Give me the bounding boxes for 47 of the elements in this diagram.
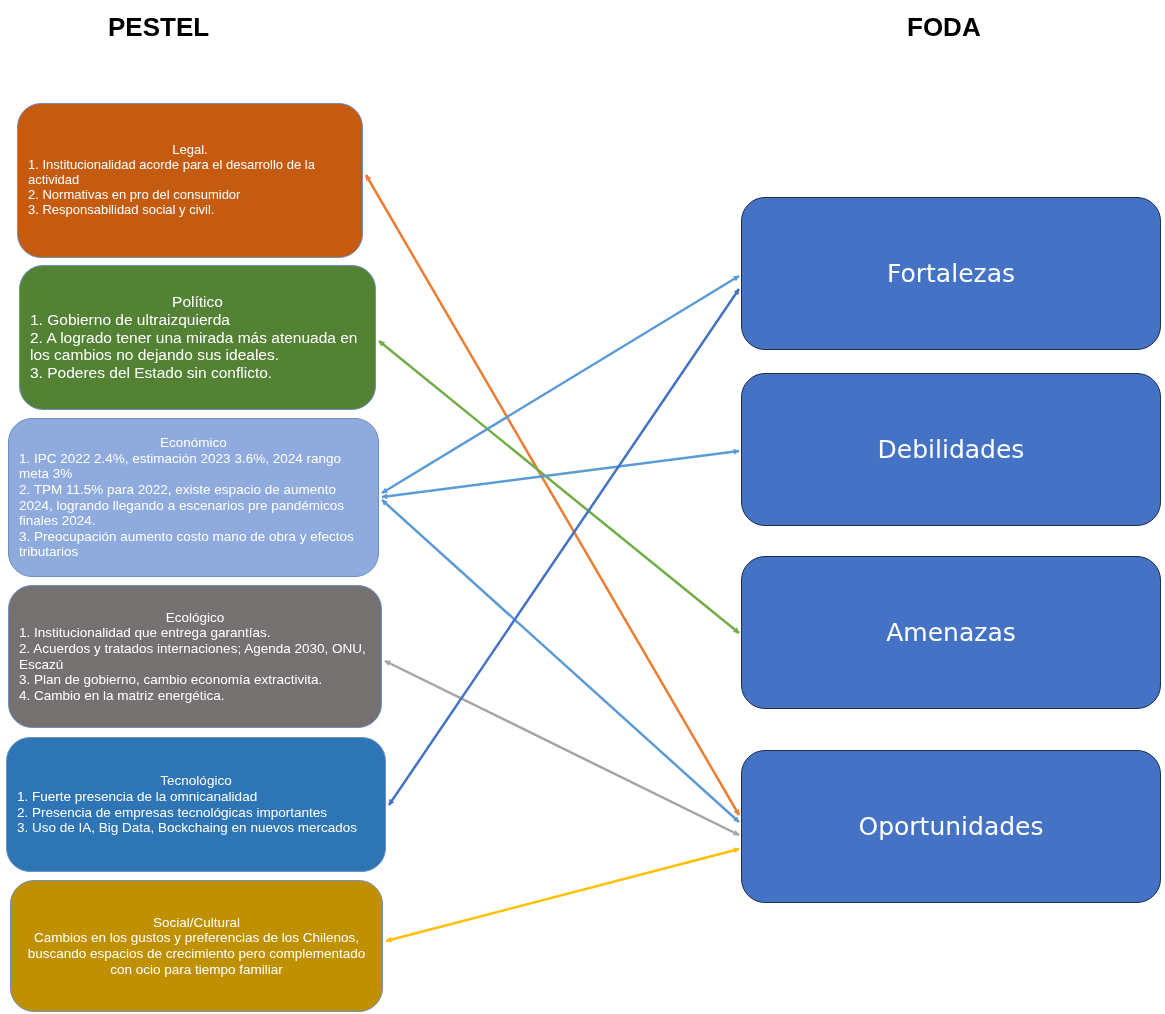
box-title: Debilidades <box>876 435 1026 464</box>
box-title: Legal. <box>171 143 209 159</box>
double-arrow <box>381 499 740 823</box>
box-title: Ecológico <box>164 609 226 626</box>
list-item: 1. IPC 2022 2.4%, estimación 2023 3.6%, 2024 rango meta 3% <box>19 450 342 482</box>
column-heading: PESTEL <box>108 12 210 43</box>
pestel-box <box>10 880 383 1012</box>
pestel-box <box>17 103 363 258</box>
double-arrow <box>381 274 740 495</box>
list-item: 3. Plan de gobierno, cambio economía extractivita. <box>19 672 324 688</box>
pestel-box <box>6 737 386 872</box>
double-arrow <box>384 659 740 837</box>
double-arrow <box>387 288 741 806</box>
box-title: Tecnológico <box>159 773 233 789</box>
list-item: 4. Cambio en la matriz energética. <box>19 687 226 704</box>
list-item: 3. Poderes del Estado sin conflicto. <box>30 364 274 383</box>
swot-box <box>741 373 1161 526</box>
box-title: Oportunidades <box>857 812 1045 841</box>
double-arrow <box>364 174 741 816</box>
list-item: 2. TPM 11.5% para 2022, existe espacio de aumento 2024, logrando llegando a escenarios pre pandémicos finales 2024. <box>19 482 345 529</box>
swot-box <box>741 197 1161 350</box>
swot-box <box>741 750 1161 903</box>
double-arrow <box>385 847 740 943</box>
list-item: 2. Acuerdos y tratados internaciones; Agenda 2030, ONU, Escazú <box>19 641 367 672</box>
list-item: 2. Presencia de empresas tecnológicas importantes <box>17 804 328 820</box>
list-item: 3. Responsabilidad social y civil. <box>28 202 216 218</box>
list-item: Cambios en los gustos y preferencias de los Chilenos, buscando espacios de crecimiento pero complementado con ocio para tiempo familiar <box>26 930 367 978</box>
list-item: 3. Preocupación aumento costo mano de obra y efectos tributarios <box>19 528 355 560</box>
pestel-box <box>19 265 376 410</box>
double-arrow <box>378 340 740 634</box>
list-item: 3. Uso de IA, Big Data, Bockchaing en nuevos mercados <box>17 820 358 836</box>
box-title: Económico <box>159 435 228 451</box>
column-heading: FODA <box>907 12 981 43</box>
double-arrow <box>381 448 740 500</box>
box-title: Amenazas <box>885 618 1017 647</box>
pestel-box <box>8 585 382 728</box>
swot-box <box>741 556 1161 709</box>
list-item: 2. A logrado tener una mirada más atenuada en los cambios no dejando sus ideales. <box>30 328 359 365</box>
list-item: 1. Institucionalidad que entrega garantías. <box>19 625 272 641</box>
pestel-box <box>8 418 379 577</box>
box-title: Social/Cultural <box>151 914 241 931</box>
box-title: Político <box>171 292 224 311</box>
list-item: 1. Institucionalidad acorde para el desarrollo de la actividad <box>28 158 316 188</box>
box-title: Fortalezas <box>886 259 1016 288</box>
list-item: 2. Normativas en pro del consumidor <box>28 187 242 203</box>
list-item: 1. Gobierno de ultraizquierda <box>30 310 231 329</box>
list-item: 1. Fuerte presencia de la omnicanalidad <box>17 789 259 805</box>
